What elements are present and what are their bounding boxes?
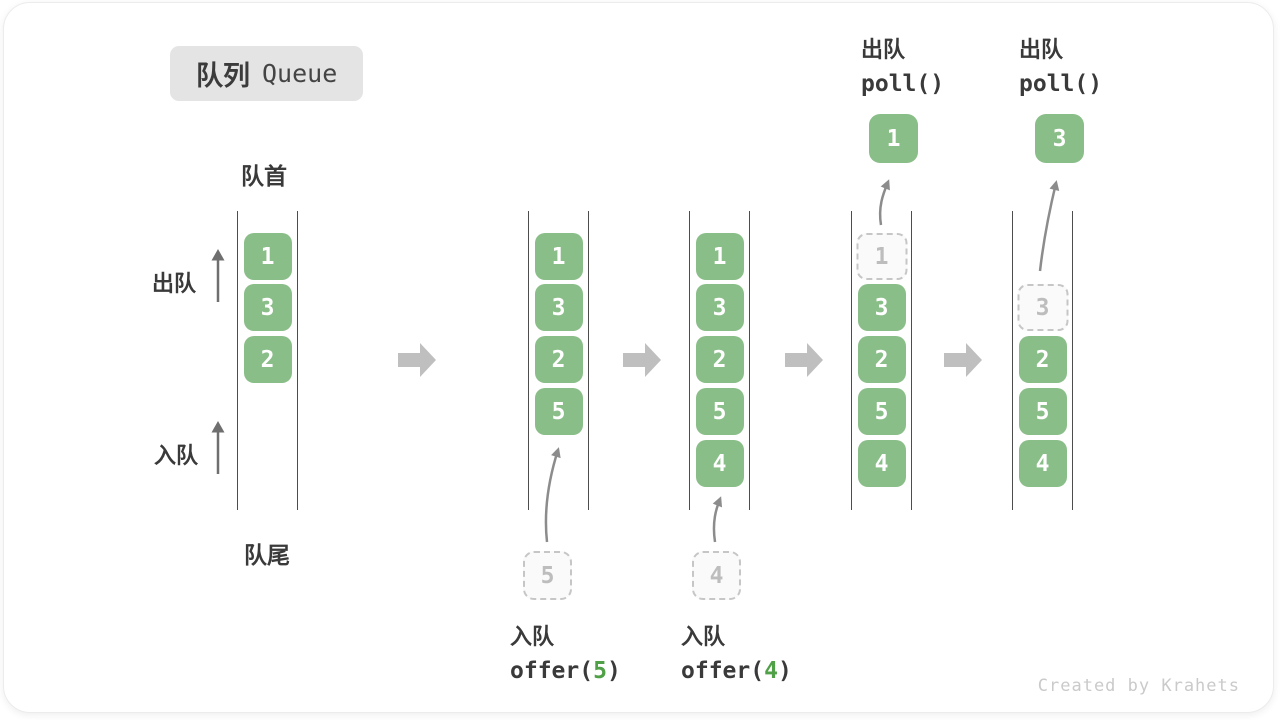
removed-cell: 1 bbox=[856, 233, 907, 280]
code-fn: offer( bbox=[510, 658, 594, 684]
queue-cell: 3 bbox=[695, 284, 744, 331]
queue-cell: 4 bbox=[857, 440, 906, 487]
queue-column-2: 1 3 2 5 bbox=[528, 211, 589, 510]
label-enqueue-side: 入队 bbox=[154, 443, 199, 468]
polled-result-box: 3 bbox=[1035, 114, 1084, 163]
label-dequeue-side: 出队 bbox=[152, 271, 197, 296]
code-close: ) bbox=[777, 658, 792, 684]
queue-cell: 1 bbox=[534, 233, 583, 280]
diagram-card bbox=[3, 2, 1274, 713]
code-close: ) bbox=[606, 658, 621, 684]
queue-cell: 2 bbox=[243, 336, 292, 383]
label-queue-rear: 队尾 bbox=[244, 542, 290, 568]
queue-cell: 5 bbox=[857, 388, 906, 435]
dequeue-code: poll() bbox=[861, 71, 945, 97]
polled-result-box: 1 bbox=[869, 114, 918, 163]
removed-cell: 3 bbox=[1017, 284, 1068, 331]
code-fn: offer( bbox=[681, 658, 765, 684]
queue-column-4: 1 3 2 5 4 bbox=[851, 211, 912, 510]
operation-dequeue-2: 出队 poll() bbox=[1019, 32, 1102, 97]
code-arg: 4 bbox=[764, 658, 778, 684]
operation-dequeue-1: 出队 poll() bbox=[861, 32, 944, 97]
queue-cell: 3 bbox=[857, 284, 906, 331]
queue-cell: 3 bbox=[534, 284, 583, 331]
dequeue-code: poll() bbox=[1019, 71, 1103, 97]
credit-text: Created by Krahets bbox=[1037, 676, 1240, 696]
queue-cell: 5 bbox=[534, 388, 583, 435]
dequeue-label: 出队 bbox=[1019, 37, 1064, 62]
queue-column-5: 3 2 5 4 bbox=[1012, 211, 1073, 510]
staged-enqueue-box: 4 bbox=[692, 551, 741, 600]
enqueue-label: 入队 bbox=[681, 624, 726, 649]
queue-cell: 2 bbox=[534, 336, 583, 383]
queue-cell: 1 bbox=[243, 233, 292, 280]
queue-cell: 5 bbox=[695, 388, 744, 435]
queue-cell: 5 bbox=[1018, 388, 1067, 435]
title-chinese: 队列 bbox=[196, 61, 250, 91]
enqueue-code: offer(5) bbox=[510, 658, 621, 684]
operation-enqueue-5: 入队 offer(5) bbox=[510, 619, 621, 684]
queue-cell: 2 bbox=[857, 336, 906, 383]
queue-cell: 1 bbox=[695, 233, 744, 280]
queue-column-1: 1 3 2 bbox=[237, 211, 298, 510]
dequeue-label: 出队 bbox=[861, 37, 906, 62]
queue-cell: 2 bbox=[1018, 336, 1067, 383]
queue-cell: 2 bbox=[695, 336, 744, 383]
queue-cell: 3 bbox=[243, 284, 292, 331]
enqueue-label: 入队 bbox=[510, 624, 555, 649]
diagram-title: 队列 Queue bbox=[170, 46, 364, 101]
label-queue-front: 队首 bbox=[241, 163, 287, 189]
queue-cell: 4 bbox=[695, 440, 744, 487]
operation-enqueue-4: 入队 offer(4) bbox=[681, 619, 792, 684]
enqueue-code: offer(4) bbox=[681, 658, 792, 684]
code-arg: 5 bbox=[593, 658, 607, 684]
staged-enqueue-box: 5 bbox=[523, 551, 572, 600]
title-english: Queue bbox=[262, 59, 338, 88]
queue-column-3: 1 3 2 5 4 bbox=[689, 211, 750, 510]
queue-cell: 4 bbox=[1018, 440, 1067, 487]
